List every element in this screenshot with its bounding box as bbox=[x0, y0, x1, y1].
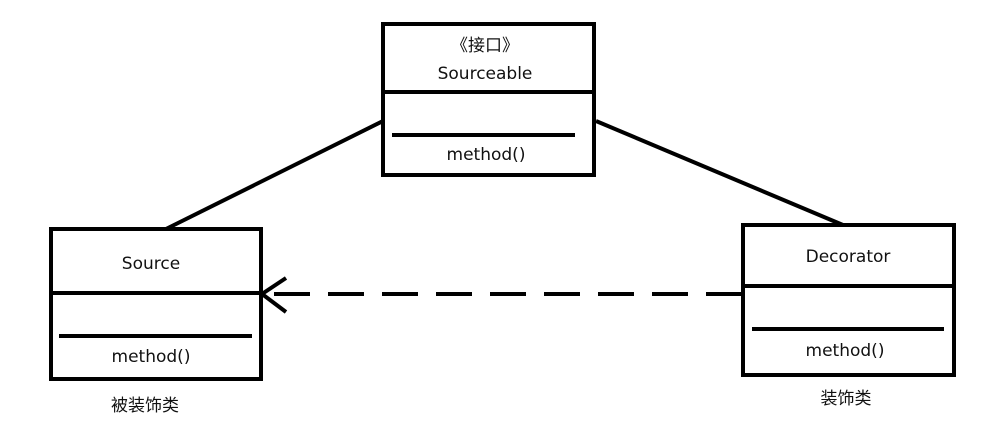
source-name: Source bbox=[122, 254, 180, 274]
interface-box: 《接口》 Sourceable method() bbox=[381, 22, 596, 177]
decorator-name: Decorator bbox=[806, 247, 891, 267]
decorator-method: method() bbox=[806, 341, 885, 361]
decorator-box: Decorator method() bbox=[741, 223, 956, 377]
decorator-to-interface-line bbox=[595, 119, 844, 227]
source-box-frame bbox=[49, 227, 263, 381]
source-box: Source method() bbox=[49, 227, 263, 381]
interface-method: method() bbox=[447, 145, 526, 165]
source-method: method() bbox=[112, 347, 191, 367]
interface-stereotype: 《接口》 bbox=[451, 36, 519, 56]
interface-name: Sourceable bbox=[438, 64, 533, 84]
decorator-box-frame bbox=[741, 223, 956, 377]
interface-box-frame bbox=[381, 22, 596, 177]
source-caption: 被装饰类 bbox=[111, 396, 179, 416]
source-to-interface-line bbox=[165, 119, 384, 231]
decorator-caption: 装饰类 bbox=[821, 389, 872, 409]
